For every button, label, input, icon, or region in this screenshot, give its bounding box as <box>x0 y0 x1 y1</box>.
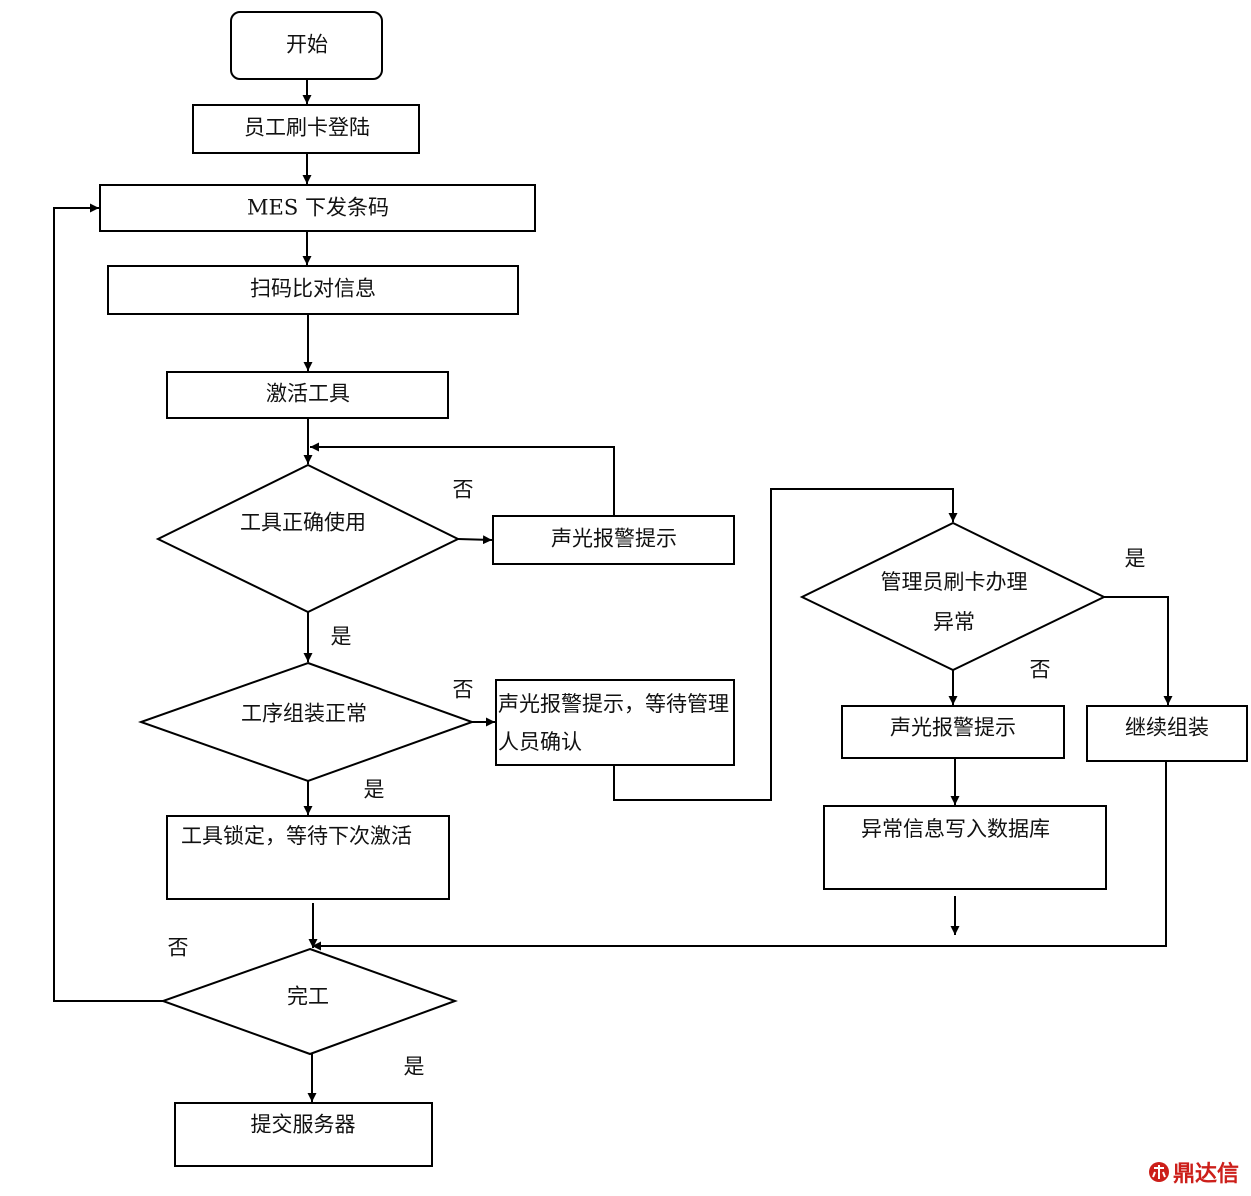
lock-box <box>166 815 450 900</box>
done-check-label: 完工 <box>287 984 329 1009</box>
watermark: 鼎达信 <box>1148 1156 1239 1188</box>
edge-label-no-tool: 否 <box>452 477 474 502</box>
alarm-wait-label: 声光报警提示，等待管理人员确认 <box>498 692 729 754</box>
submit-box <box>174 1102 433 1167</box>
edge-label-no-admin: 否 <box>1029 657 1051 682</box>
done-check-diamond <box>160 947 458 1056</box>
edge-label-yes-admin: 是 <box>1124 546 1146 571</box>
write-db-label: 异常信息写入数据库 <box>861 817 1050 841</box>
edge-label-yes-process: 是 <box>363 777 385 802</box>
edge-admin-continue <box>1104 596 1173 705</box>
login-label: 员工刷卡登陆 <box>244 115 370 140</box>
scan-box <box>107 265 519 315</box>
mes-label: MES 下发条码 <box>247 195 389 220</box>
alarm1-label: 声光报警提示 <box>551 526 677 551</box>
process-check-label: 工序组装正常 <box>241 701 367 726</box>
edge-toolcheck-alarm1 <box>457 535 493 545</box>
tool-check-label: 工具正确使用 <box>240 510 366 535</box>
alarm2-box <box>841 705 1065 759</box>
write-db-box <box>823 805 1107 890</box>
scan-label: 扫码比对信息 <box>250 276 376 301</box>
edge-done-mes-loop <box>53 203 163 1002</box>
edge-label-yes-tool: 是 <box>330 624 352 649</box>
edge-label-yes-done: 是 <box>403 1054 425 1079</box>
edge-alarm1-loop <box>310 442 615 516</box>
watermark-logo-icon <box>1148 1162 1169 1182</box>
lock-label: 工具锁定，等待下次激活 <box>181 824 412 848</box>
continue-label: 继续组装 <box>1125 715 1209 740</box>
edge-continue-done <box>312 761 1167 951</box>
activate-label: 激活工具 <box>266 381 350 406</box>
edge-alarmwait-admin <box>613 488 958 801</box>
edge-label-no-done: 否 <box>167 935 189 960</box>
tool-check-diamond <box>155 463 461 614</box>
alarm2-label: 声光报警提示 <box>890 715 1016 740</box>
start-label: 开始 <box>286 32 328 57</box>
mes-box <box>99 184 536 232</box>
submit-label: 提交服务器 <box>250 1112 356 1137</box>
edge-label-no-process: 否 <box>452 677 474 702</box>
watermark-text: 鼎达信 <box>1172 1162 1239 1187</box>
admin-check-label: 管理员刷卡办理异常 <box>880 570 1028 634</box>
